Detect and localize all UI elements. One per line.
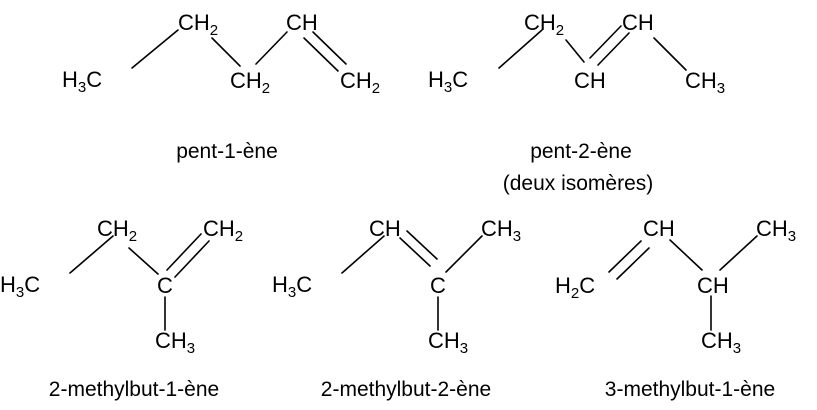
double-bond-line (312, 31, 347, 65)
single-bond (669, 239, 703, 271)
molecule-2-methylbut-2-ene: H3C CH C CH3 CH3 2-methylbut-2-ène (272, 216, 521, 401)
molecule-name: 2-methylbut-2-ène (321, 378, 491, 401)
group-h3c: H3C (0, 272, 40, 301)
molecule-3-methylbut-1-ene: H2C CH CH CH3 CH3 3-methylbut-1-ène (555, 216, 796, 401)
single-bond (128, 247, 159, 275)
group-h3c: H3C (62, 67, 102, 96)
molecule-name: pent-2-ène (530, 140, 632, 163)
group-c: C (157, 273, 173, 298)
group-ch2: CH2 (230, 68, 270, 97)
molecule-note: (deux isomères) (503, 172, 654, 195)
single-bond (69, 235, 114, 274)
double-bond-line (174, 240, 210, 278)
group-ch3: CH3 (701, 328, 741, 357)
double-bond-line (166, 233, 202, 271)
single-bond (131, 29, 179, 69)
group-c: C (430, 273, 446, 298)
group-ch2: CH2 (178, 10, 218, 39)
molecule-pent-1-ene: H3C CH2 CH2 CH CH2 pent-1-ène (62, 10, 380, 163)
double-bond-line (303, 37, 339, 72)
group-h2c: H2C (555, 273, 595, 302)
bonds (608, 235, 758, 331)
molecule-name: pent-1-ène (176, 140, 278, 163)
single-bond (653, 37, 687, 71)
single-bond (565, 39, 585, 63)
single-bond (341, 235, 385, 274)
single-bond (211, 37, 241, 67)
group-ch3: CH3 (685, 68, 725, 97)
molecule-name: 2-methylbut-1-ène (49, 378, 219, 401)
group-h3c: H3C (428, 67, 468, 96)
group-ch: CH (369, 216, 401, 241)
group-ch2: CH2 (203, 216, 243, 245)
single-bond (498, 29, 543, 69)
bonds (498, 25, 687, 71)
group-ch3: CH3 (756, 216, 796, 245)
group-ch: CH (286, 10, 318, 35)
group-ch3: CH3 (155, 328, 195, 357)
bonds (131, 29, 347, 72)
group-ch2: CH2 (97, 216, 137, 245)
group-ch: CH (643, 216, 675, 241)
molecule-name: 3-methylbut-1-ène (605, 378, 775, 401)
double-bond-line (616, 247, 650, 280)
group-ch3: CH3 (481, 216, 521, 245)
group-ch: CH (622, 10, 654, 35)
group-h3c: H3C (272, 272, 312, 301)
double-bond-line (589, 25, 622, 59)
group-ch2: CH2 (524, 10, 564, 39)
group-ch: CH (574, 68, 606, 93)
double-bond-line (406, 230, 438, 260)
molecule-pent-2-ene: H3C CH2 CH CH CH3 pent-2-ène (deux isomè… (428, 10, 725, 195)
bonds (341, 230, 483, 331)
double-bond-line (608, 240, 642, 273)
single-bond (255, 31, 288, 65)
molecule-2-methylbut-1-ene: H3C CH2 C CH2 CH3 2-methylbut-1-ène (0, 216, 243, 401)
bonds (69, 233, 210, 331)
group-ch2: CH2 (340, 68, 380, 97)
group-ch3: CH3 (428, 328, 468, 357)
double-bond-line (399, 237, 431, 267)
double-bond-line (597, 32, 630, 66)
group-ch: CH (697, 273, 729, 298)
single-bond (445, 235, 483, 273)
single-bond (719, 235, 758, 271)
